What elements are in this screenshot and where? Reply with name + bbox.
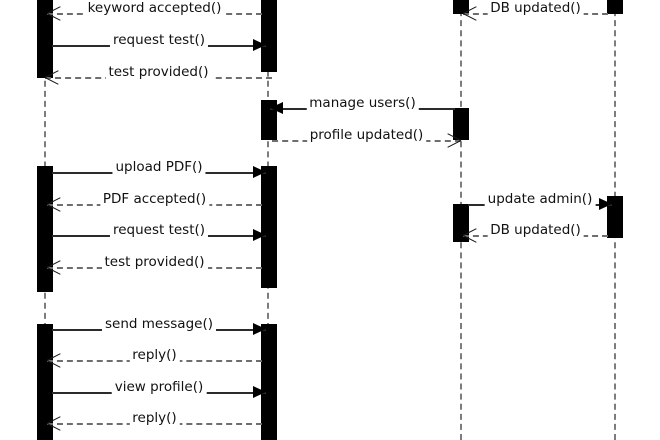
message-manage-users-arrowhead-icon [270,102,283,114]
activation-ll4-a[interactable] [607,0,623,14]
message-db-updated-1-label: DB updated() [487,1,584,16]
message-db-updated-2-arrowhead-icon [463,228,477,242]
message-send-message-arrowhead-icon [253,323,266,335]
message-request-test-1-arrowhead-icon [253,39,266,51]
activation-ll2-a[interactable] [261,0,277,72]
message-test-provided-2-label: test provided() [101,255,208,270]
message-db-updated-2-label: DB updated() [487,223,584,238]
message-reply-1-label: reply() [129,348,180,363]
message-view-profile-arrowhead-icon [253,386,266,398]
message-reply-2-arrowhead-icon [47,416,61,430]
message-request-test-2-arrowhead-icon [253,229,266,241]
message-profile-updated-arrowhead-icon [446,133,460,147]
activation-ll3-b[interactable] [453,108,469,140]
message-send-message-label: send message() [102,317,216,332]
message-view-profile-label: view profile() [111,380,207,395]
message-reply-2-label: reply() [129,411,180,426]
message-upload-pdf-arrowhead-icon [253,166,266,178]
message-update-admin-arrowhead-icon [599,198,612,210]
message-db-updated-1-arrowhead-icon [463,6,477,20]
message-update-admin-label: update admin() [484,192,596,207]
message-test-provided-1-label: test provided() [105,65,212,80]
activation-ll2-c[interactable] [261,166,277,288]
message-upload-pdf-label: upload PDF() [112,160,206,175]
message-request-test-2-label: request test() [109,223,209,238]
message-keyword-accepted-label: keyword accepted() [84,1,225,16]
message-test-provided-1-arrowhead-icon [45,70,59,84]
message-manage-users-label: manage users() [306,96,419,111]
message-profile-updated-label: profile updated() [306,128,427,143]
message-test-provided-2-arrowhead-icon [47,260,61,274]
message-pdf-accepted-label: PDF accepted() [99,192,210,207]
message-request-test-1-label: request test() [109,33,209,48]
message-pdf-accepted-arrowhead-icon [47,197,61,211]
message-keyword-accepted-arrowhead-icon [47,6,61,20]
message-reply-1-arrowhead-icon [47,353,61,367]
activation-ll2-d[interactable] [261,324,277,440]
